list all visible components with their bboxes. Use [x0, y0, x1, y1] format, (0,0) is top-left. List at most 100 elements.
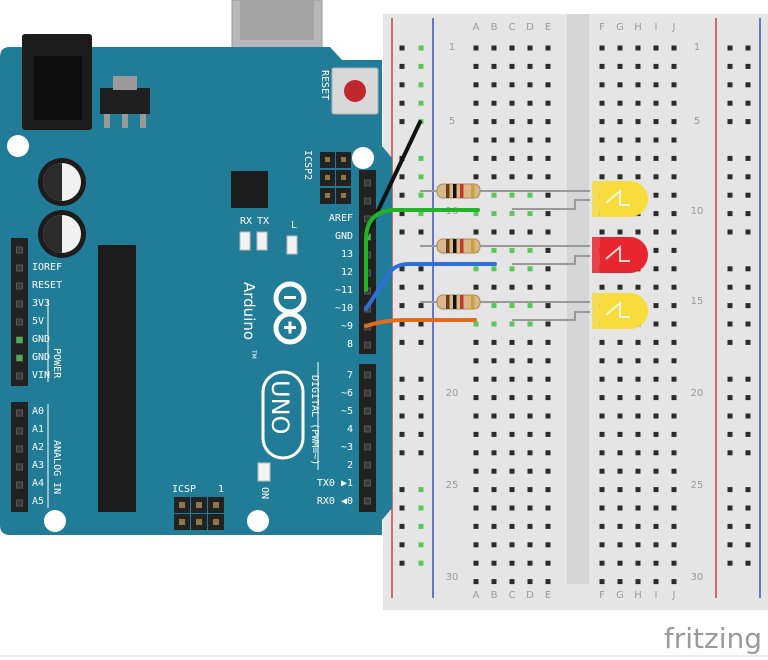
column-label-top: D — [526, 22, 534, 33]
header-pin — [16, 300, 23, 308]
breadboard-hole — [617, 395, 623, 401]
breadboard-hole — [617, 468, 623, 474]
breadboard-hole — [635, 63, 641, 69]
rail-hole — [418, 284, 424, 290]
breadboard-hole — [617, 45, 623, 51]
breadboard-hole — [617, 339, 623, 345]
rail-hole — [745, 339, 751, 345]
rail-hole — [399, 431, 405, 437]
breadboard-hole — [617, 155, 623, 161]
breadboard-hole — [545, 192, 551, 198]
breadboard-hole — [635, 100, 641, 106]
breadboard-hole — [527, 431, 533, 437]
breadboard-hole — [671, 82, 677, 88]
breadboard-hole — [545, 395, 551, 401]
breadboard-hole — [527, 284, 533, 290]
pin-label: 12 — [341, 267, 353, 278]
breadboard-hole — [599, 542, 605, 548]
breadboard-hole — [527, 119, 533, 125]
header-pin — [16, 427, 23, 435]
breadboard-hole — [473, 376, 479, 382]
breadboard-hole — [491, 579, 497, 585]
breadboard-hole — [473, 358, 479, 364]
breadboard-hole — [509, 450, 515, 456]
rail-hole — [727, 45, 733, 51]
breadboard-hole — [635, 229, 641, 235]
header-pin — [364, 407, 371, 415]
header-pin — [364, 197, 371, 205]
digital-pin-labels: AREF GND 13 12 ~11 ~10 ~9 8 7 ~6 ~5 4 ~3… — [317, 213, 353, 507]
breadboard-hole — [599, 505, 605, 511]
led-lead — [512, 311, 590, 321]
breadboard-hole — [545, 303, 551, 309]
pin-label: 7 — [347, 370, 353, 381]
icsp-label: ICSP — [172, 484, 196, 495]
breadboard-hole — [671, 192, 677, 198]
pin-label: 3V3 — [32, 298, 50, 309]
breadboard-hole — [617, 376, 623, 382]
breadboard-hole — [491, 468, 497, 474]
breadboard-hole — [473, 100, 479, 106]
breadboard-hole — [509, 174, 515, 180]
pin-contact — [341, 175, 346, 180]
breadboard-hole — [527, 303, 533, 309]
rail-hole — [418, 303, 424, 309]
breadboard-holes — [399, 45, 751, 585]
l-label: L — [291, 220, 297, 231]
breadboard-hole — [473, 450, 479, 456]
header-pin — [364, 443, 371, 451]
pin-label: 4 — [347, 424, 353, 435]
breadboard-hole — [599, 413, 605, 419]
breadboard-hole — [599, 174, 605, 180]
resistor-band — [460, 239, 464, 253]
reset-button-cap[interactable] — [344, 80, 366, 102]
voltage-regulator — [100, 88, 150, 114]
rail-hole — [418, 560, 424, 566]
breadboard-hole — [671, 303, 677, 309]
icsp-pin1-label: 1 — [218, 484, 224, 495]
breadboard-hole — [509, 284, 515, 290]
breadboard-hole — [491, 450, 497, 456]
rail-hole — [418, 339, 424, 345]
rail-hole — [399, 505, 405, 511]
breadboard-hole — [491, 247, 497, 253]
brand-name: Arduino — [240, 282, 258, 340]
breadboard-hole — [671, 284, 677, 290]
row-number-right: 20 — [691, 388, 704, 399]
breadboard-hole — [617, 137, 623, 143]
pin-contact — [325, 193, 330, 198]
breadboard-hole — [509, 487, 515, 493]
resistor-band — [471, 184, 475, 198]
rail-hole — [399, 266, 405, 272]
pin-contact — [213, 519, 219, 525]
breadboard-hole — [635, 505, 641, 511]
wire-pin-9 — [364, 318, 477, 328]
pin-label: GND — [335, 231, 353, 242]
breadboard-hole — [617, 284, 623, 290]
breadboard-hole — [491, 431, 497, 437]
breadboard-hole — [473, 284, 479, 290]
breadboard-hole — [671, 560, 677, 566]
header-pin — [364, 497, 371, 505]
breadboard-hole — [671, 487, 677, 493]
breadboard-hole — [509, 119, 515, 125]
breadboard-hole — [653, 560, 659, 566]
breadboard-hole — [653, 155, 659, 161]
breadboard-hole — [653, 523, 659, 529]
breadboard-hole — [671, 174, 677, 180]
breadboard-hole — [635, 395, 641, 401]
breadboard-hole — [473, 505, 479, 511]
pin-label: A4 — [32, 478, 44, 489]
breadboard-hole — [635, 155, 641, 161]
rail-hole — [727, 82, 733, 88]
breadboard-hole — [671, 321, 677, 327]
rail-hole — [745, 284, 751, 290]
breadboard-hole — [599, 487, 605, 493]
breadboard-hole — [473, 137, 479, 143]
rail-hole — [745, 523, 751, 529]
rail-hole — [745, 119, 751, 125]
breadboard-hole — [491, 487, 497, 493]
led-rim — [592, 181, 602, 217]
rx-led — [239, 231, 251, 251]
header-pin — [364, 479, 371, 487]
